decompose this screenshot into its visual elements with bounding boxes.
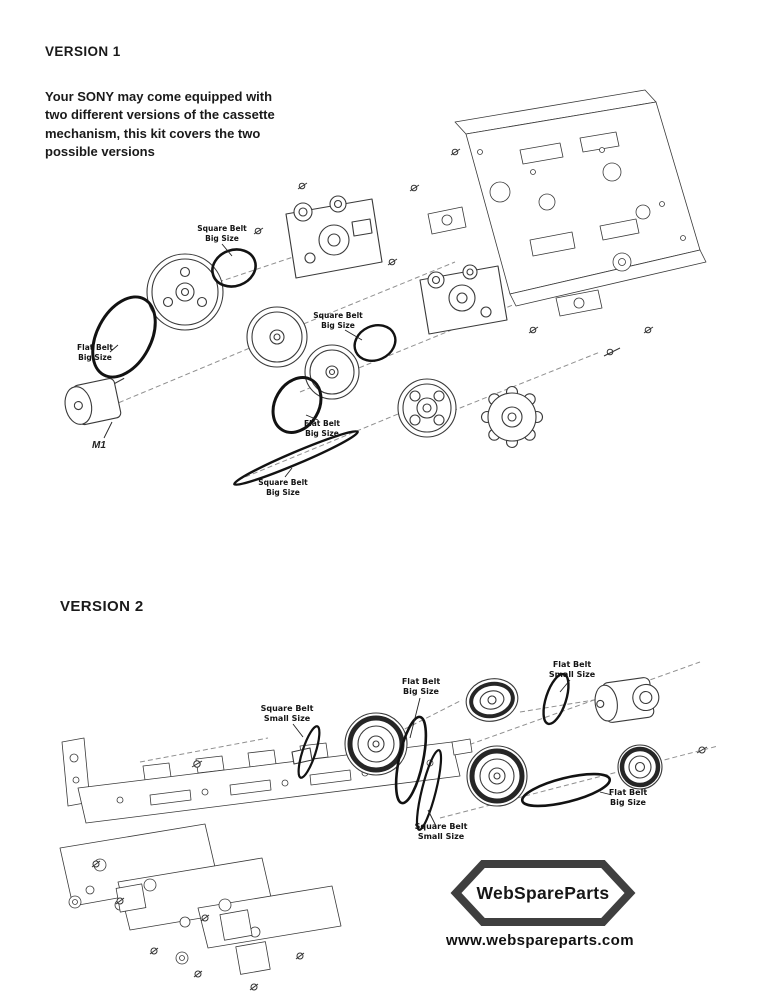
version1-diagram <box>64 89 707 486</box>
flywheel-2 <box>246 306 308 368</box>
version2-heading: VERSION 2 <box>60 598 144 615</box>
belt-label-v1-square-big-2: Square Belt Big Size <box>313 311 363 330</box>
capstan-assembly-2 <box>419 264 508 335</box>
bracket-parts-v1 <box>427 206 632 317</box>
belt-label-v1-square-big-1: Square Belt Big Size <box>197 224 247 243</box>
leader-lines-v1 <box>103 243 363 478</box>
lower-mechanism-v2 <box>59 823 342 975</box>
belt-label-v2-flat-small: Flat Belt Small Size <box>548 660 596 680</box>
leader-lines-v2 <box>292 679 613 827</box>
flywheel-large <box>146 253 224 331</box>
screws-v2 <box>91 746 708 991</box>
belt-label-v2-flat-big-1: Flat Belt Big Size <box>401 677 441 697</box>
version1-heading: VERSION 1 <box>45 44 121 59</box>
flywheel-3 <box>304 344 360 400</box>
belt-label-v2-square-small-1: Square Belt Small Size <box>260 704 314 724</box>
webspareparts-logo-text: WebSpareParts <box>476 883 610 903</box>
gear-wheel <box>480 385 544 449</box>
belts-v1 <box>91 248 397 486</box>
chassis-plate-v1 <box>454 89 707 307</box>
belt-label-v2-flat-big-2: Flat Belt Big Size <box>608 788 648 808</box>
pulley-3-v2 <box>466 745 528 807</box>
motor-m1 <box>64 377 125 426</box>
motor-m1-label: M1 <box>92 440 106 451</box>
belt-label-v1-flat-big-2: Flat Belt Big Size <box>304 419 340 438</box>
belt-label-v1-flat-big-1: Flat Belt Big Size <box>77 343 113 362</box>
pulley-4 <box>397 378 457 438</box>
belts-v2 <box>297 672 612 831</box>
flat-belt-big-4 <box>520 772 612 808</box>
square-belt-big-3 <box>233 430 359 486</box>
square-belt-small-2 <box>415 749 443 831</box>
webspareparts-logo-hexagon <box>450 860 636 926</box>
belt-label-v1-square-big-3: Square Belt Big Size <box>258 478 308 497</box>
flat-belt-big-2 <box>271 376 323 434</box>
flat-belt-small <box>542 672 570 726</box>
version1-description: Your SONY may come equipped with two dif… <box>45 89 275 160</box>
motor-v2 <box>594 677 660 723</box>
capstan-assembly-1 <box>285 195 383 279</box>
flat-belt-big-3 <box>394 715 428 805</box>
pulley-4-v2 <box>617 744 663 790</box>
belt-label-v2-square-small-2: Square Belt Small Size <box>414 822 468 842</box>
website-url: www.webspareparts.com <box>446 932 634 949</box>
pulley-2-v2 <box>465 678 519 722</box>
screws-v1 <box>253 148 654 357</box>
square-belt-small-1 <box>297 725 321 779</box>
chassis-plate-v2 <box>61 736 473 824</box>
flat-belt-big-1 <box>91 295 157 379</box>
square-belt-big-2 <box>353 324 397 362</box>
version2-diagram <box>59 661 719 991</box>
